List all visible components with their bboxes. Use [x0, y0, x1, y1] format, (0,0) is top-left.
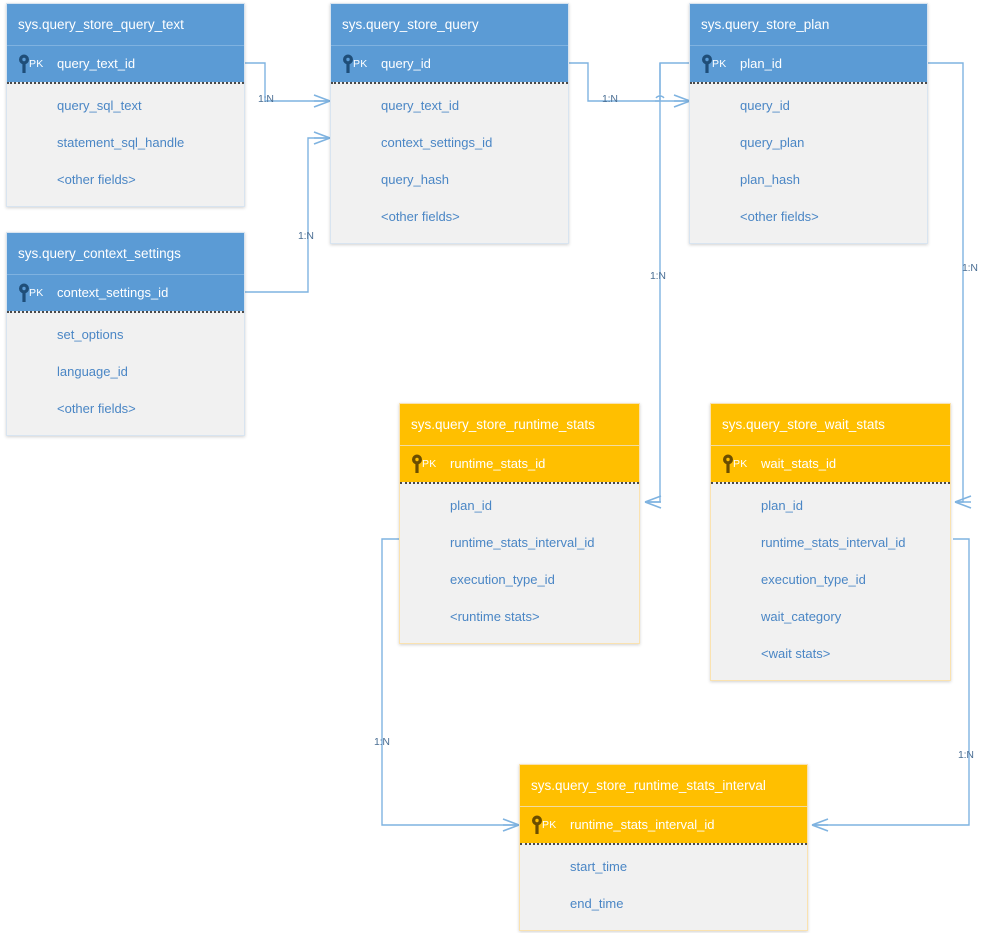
pk-field-name: runtime_stats_interval_id [570, 817, 715, 832]
entity-query-store-query-text[interactable]: sys.query_store_query_text PK query_text… [6, 3, 245, 207]
entity-query-store-query[interactable]: sys.query_store_query PK query_id query_… [330, 3, 569, 244]
pk-field-name: query_id [381, 56, 431, 71]
entity-primary-key-row[interactable]: PK wait_stats_id [711, 446, 950, 482]
entity-fields: plan_id runtime_stats_interval_id execut… [711, 482, 950, 680]
field-row[interactable]: language_id [57, 364, 128, 379]
field-row[interactable]: runtime_stats_interval_id [450, 535, 595, 550]
field-row[interactable]: plan_id [450, 498, 492, 513]
entity-primary-key-row[interactable]: PK runtime_stats_interval_id [520, 807, 807, 843]
field-row[interactable]: set_options [57, 327, 124, 342]
key-icon [343, 54, 353, 73]
relationship-line-r4 [644, 63, 662, 509]
key-icon [19, 54, 29, 73]
field-row[interactable]: end_time [570, 896, 624, 911]
entity-fields: plan_id runtime_stats_interval_id execut… [400, 482, 639, 643]
pk-abbrev: PK [29, 58, 44, 70]
relationship-line-r3 [569, 62, 691, 108]
entity-query-context-settings[interactable]: sys.query_context_settings PK context_se… [6, 232, 245, 436]
pk-abbrev: PK [353, 58, 368, 70]
key-icon [532, 815, 542, 834]
cardinality-label-r2: 1:N [298, 230, 314, 242]
field-row[interactable]: runtime_stats_interval_id [761, 535, 906, 550]
field-row[interactable]: query_id [740, 98, 790, 113]
entity-fields: query_sql_text statement_sql_handle <oth… [7, 82, 244, 206]
key-icon [702, 54, 712, 73]
field-row[interactable]: wait_category [761, 609, 842, 624]
pk-abbrev: PK [542, 819, 557, 831]
entity-primary-key-row[interactable]: PK query_text_id [7, 46, 244, 82]
pk-abbrev: PK [29, 287, 44, 299]
pk-abbrev: PK [712, 58, 727, 70]
key-icon [723, 454, 733, 473]
pk-abbrev: PK [422, 458, 437, 470]
field-row[interactable]: <other fields> [57, 401, 136, 416]
cardinality-label-r6: 1:N [374, 736, 390, 748]
key-icon [412, 454, 422, 473]
entity-query-store-runtime-stats-interval[interactable]: sys.query_store_runtime_stats_interval P… [519, 764, 808, 931]
cardinality-label-r5: 1:N [962, 262, 978, 274]
key-icon [19, 283, 29, 302]
field-row[interactable]: execution_type_id [450, 572, 555, 587]
entity-query-store-plan[interactable]: sys.query_store_plan PK plan_id query_id… [689, 3, 928, 244]
entity-primary-key-row[interactable]: PK plan_id [690, 46, 927, 82]
field-row[interactable]: query_sql_text [57, 98, 142, 113]
entity-fields: start_time end_time [520, 843, 807, 930]
field-row[interactable]: context_settings_id [381, 135, 493, 150]
field-row[interactable]: <runtime stats> [450, 609, 540, 624]
field-row[interactable]: <wait stats> [761, 646, 831, 661]
entity-title: sys.query_store_runtime_stats [400, 404, 639, 446]
field-row[interactable]: query_plan [740, 135, 805, 150]
entity-query-store-wait-stats[interactable]: sys.query_store_wait_stats PK wait_stats… [710, 403, 951, 681]
cardinality-label-r4: 1:N [650, 270, 666, 282]
entity-title: sys.query_store_wait_stats [711, 404, 950, 446]
entity-title: sys.query_store_runtime_stats_interval [520, 765, 807, 807]
pk-abbrev: PK [733, 458, 748, 470]
field-row[interactable]: statement_sql_handle [57, 135, 185, 150]
relationship-line-r2 [245, 131, 331, 293]
field-row[interactable]: <other fields> [381, 209, 460, 224]
field-row[interactable]: start_time [570, 859, 628, 874]
entity-fields: query_id query_plan plan_hash <other fie… [690, 82, 927, 243]
pk-field-name: query_text_id [57, 56, 136, 71]
field-row[interactable]: <other fields> [740, 209, 819, 224]
cardinality-label-r1: 1:N [258, 93, 274, 105]
entity-title: sys.query_store_query [331, 4, 568, 46]
pk-field-name: runtime_stats_id [450, 456, 546, 471]
entity-fields: set_options language_id <other fields> [7, 311, 244, 435]
cardinality-label-r7: 1:N [958, 749, 974, 761]
pk-field-name: context_settings_id [57, 285, 169, 300]
field-row[interactable]: execution_type_id [761, 572, 866, 587]
field-row[interactable]: plan_hash [740, 172, 800, 187]
field-row[interactable]: query_hash [381, 172, 449, 187]
field-row[interactable]: plan_id [761, 498, 803, 513]
entity-fields: query_text_id context_settings_id query_… [331, 82, 568, 243]
entity-title: sys.query_store_plan [690, 4, 927, 46]
pk-field-name: wait_stats_id [761, 456, 837, 471]
entity-title: sys.query_store_query_text [7, 4, 244, 46]
field-row[interactable]: query_text_id [381, 98, 460, 113]
field-row[interactable]: <other fields> [57, 172, 136, 187]
entity-primary-key-row[interactable]: PK query_id [331, 46, 568, 82]
entity-primary-key-row[interactable]: PK context_settings_id [7, 275, 244, 311]
pk-field-name: plan_id [740, 56, 782, 71]
entity-title: sys.query_context_settings [7, 233, 244, 275]
entity-query-store-runtime-stats[interactable]: sys.query_store_runtime_stats PK runtime… [399, 403, 640, 644]
entity-primary-key-row[interactable]: PK runtime_stats_id [400, 446, 639, 482]
cardinality-label-r3: 1:N [602, 93, 618, 105]
